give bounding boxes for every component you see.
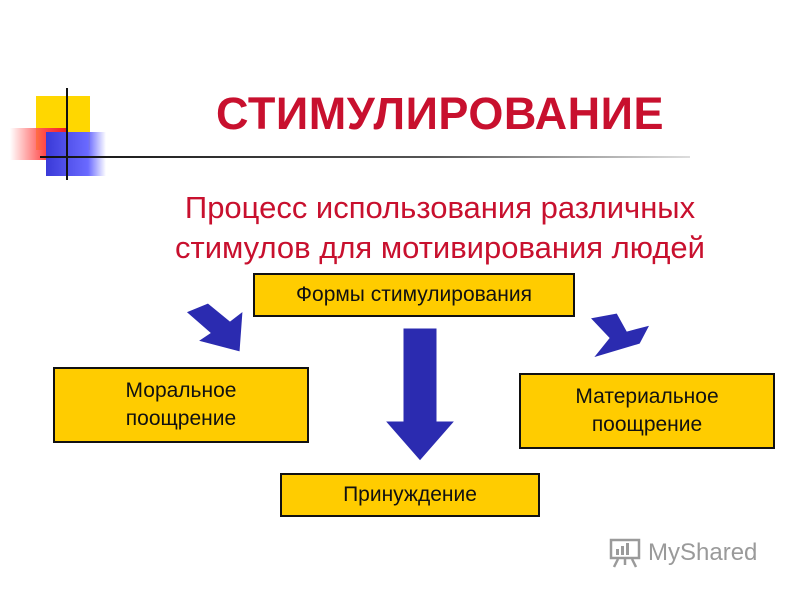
- subtitle-line-2: стимулов для мотивирования людей: [175, 230, 705, 265]
- box-coercion-label: Принуждение: [343, 483, 477, 506]
- watermark: MyShared: [608, 536, 757, 570]
- box-moral-line-2: поощрение: [125, 407, 237, 430]
- box-moral-line-1: Моральное: [125, 379, 237, 402]
- box-coercion: Принуждение: [280, 473, 540, 517]
- arrow-left: [185, 302, 244, 353]
- box-forms: Формы стимулирования: [253, 273, 575, 317]
- subtitle-line-1: Процесс использования различных: [184, 190, 696, 225]
- arrow-right: [589, 312, 651, 359]
- box-material-line-1: Материальное: [575, 385, 719, 408]
- decor-vertical-line: [66, 88, 68, 180]
- watermark-text: MyShared: [648, 539, 758, 566]
- box-material-line-2: поощрение: [591, 413, 703, 436]
- slide-title: СТИМУЛИРОВАНИЕ: [216, 88, 664, 139]
- box-moral-reward: Моральное поощрение: [53, 367, 309, 443]
- title-underline: [40, 156, 690, 158]
- box-forms-label: Формы стимулирования: [296, 283, 532, 306]
- box-material-reward: Материальное поощрение: [519, 373, 775, 449]
- slide-subtitle: Процесс использования различных стимулов…: [110, 188, 770, 268]
- arrow-center: [383, 327, 457, 462]
- decor-blue-square: [46, 132, 106, 176]
- presentation-board-icon: [609, 538, 641, 568]
